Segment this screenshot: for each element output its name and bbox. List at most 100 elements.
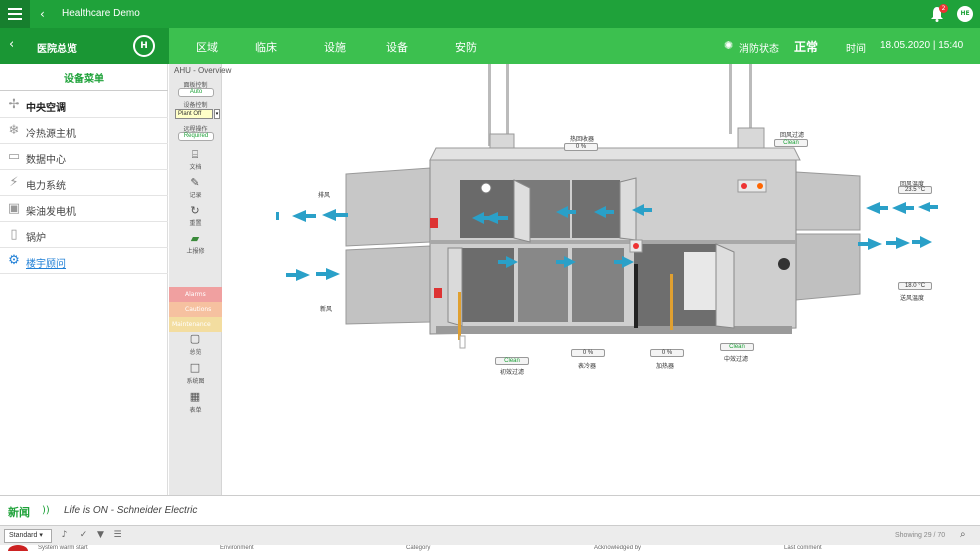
duct-pipe — [506, 64, 509, 146]
damper-indicator — [434, 288, 442, 298]
hamburger-menu-button[interactable] — [0, 0, 30, 28]
top-bar: ‹ Healthcare Demo 2 HE — [0, 0, 980, 28]
tab-facilities[interactable]: 设施 — [324, 41, 346, 54]
return-air-arrow — [892, 202, 914, 214]
heater-value: 0 % — [650, 349, 684, 357]
sidebar-item-generator[interactable]: ▣ 柴油发电机 — [0, 196, 168, 222]
bell-icon[interactable]: ♪ — [61, 530, 68, 540]
view-label-system: 系统图 — [186, 378, 205, 385]
airflow-arrow — [556, 256, 576, 268]
page-icon[interactable]: ▢ — [189, 332, 201, 345]
heat-recovery-label: 热回收器 — [570, 136, 595, 143]
repair-icon[interactable]: ▰ — [190, 232, 200, 245]
pen-icon[interactable]: ✎ — [190, 176, 200, 189]
duct-pipe — [729, 64, 732, 134]
columns-icon[interactable]: ☰ — [113, 530, 122, 540]
status-led — [741, 183, 747, 189]
duct-pipe — [749, 64, 752, 134]
device-control-select[interactable]: Plant Off — [175, 109, 213, 119]
supply-temp-label: 送风温度 — [900, 295, 925, 302]
status-led — [757, 183, 763, 189]
pipe — [634, 264, 638, 328]
maintenance-filter[interactable]: Maintenance — [169, 317, 222, 332]
return-air-duct — [795, 171, 861, 231]
alarm-cell-ack: Acknowledged by — [594, 545, 642, 551]
ahu-base — [436, 326, 792, 334]
supply-air-arrow — [912, 236, 932, 248]
showing-count: Showing 29 / 70 — [895, 532, 946, 539]
acknowledge-icon[interactable]: ✓ — [79, 530, 88, 540]
sidebar-item-power[interactable]: ⚡ 电力系统 — [0, 170, 168, 196]
alarm-toolbar: Standard ▾ ♪ ✓ ▼ ☰ Showing 29 / 70 ⌕ — [0, 525, 980, 545]
alarms-filter[interactable]: Alarms — [169, 287, 222, 302]
primary-filter-status: Clean — [495, 357, 529, 365]
mode-value-button[interactable]: Auto — [178, 88, 214, 97]
airflow-arrow — [556, 206, 576, 218]
reset-icon[interactable]: ↻ — [190, 204, 200, 217]
exhaust-arrow — [322, 209, 348, 221]
filter-icon[interactable]: ▼ — [97, 530, 104, 540]
sidebar-item-chiller[interactable]: ❄ 冷热源主机 — [0, 118, 168, 144]
sidebar-item-building-advisor[interactable]: ⚙ 楼宇顾问 — [0, 248, 168, 274]
ahu-3d-diagram — [276, 64, 938, 349]
heater-label: 加热器 — [656, 363, 675, 370]
news-text[interactable]: Life is ON - Schneider Electric — [64, 505, 198, 516]
time-label: 时间 — [846, 44, 866, 55]
airflow-arrow — [472, 212, 494, 224]
pipe — [670, 274, 673, 330]
door-panel — [513, 179, 531, 243]
inspection-lamp — [480, 182, 492, 194]
time-value: 18.05.2020 | 15:40 — [880, 40, 964, 51]
fresh-air-duct — [345, 245, 431, 325]
hospital-overview-link[interactable]: 医院总览 — [37, 44, 77, 55]
sidebar-item-label: 柴油发电机 — [26, 207, 76, 218]
sidebar-item-label: 锅炉 — [26, 233, 46, 244]
document-icon[interactable]: ⌸ — [191, 148, 199, 161]
ahu-top — [429, 147, 801, 161]
back-icon[interactable]: ‹ — [40, 7, 45, 21]
airflow-arrow — [594, 206, 614, 218]
snowflake-icon: ❄ — [8, 123, 20, 138]
return-temp-value: 23.5 °C — [898, 186, 932, 194]
alarm-cell-message[interactable]: System warm start — [38, 545, 88, 551]
sidebar-item-hvac[interactable]: ✢ 中央空调 — [0, 92, 168, 118]
damper-actuator — [737, 179, 767, 193]
search-icon[interactable]: ⌕ — [960, 529, 966, 540]
tool-label-repair: 上报修 — [186, 248, 205, 255]
cautions-filter[interactable]: Cautions — [169, 302, 222, 317]
view-filter-select[interactable]: Standard ▾ — [4, 529, 52, 543]
tool-label-record: 记录 — [189, 192, 202, 199]
supply-air-arrow — [858, 238, 882, 250]
primary-filter-label: 初效过滤 — [500, 369, 525, 376]
view-label-form: 表单 — [189, 407, 202, 414]
door-panel — [619, 177, 637, 241]
coil-section — [518, 248, 568, 322]
tool-label-document: 文档 — [189, 164, 202, 171]
nav-back-icon[interactable]: ‹ — [9, 37, 15, 52]
user-avatar[interactable]: HE — [957, 6, 973, 22]
tab-area[interactable]: 区域 — [196, 41, 218, 54]
sidebar-title: 设备菜单 — [64, 74, 104, 85]
news-ticker: 新闻 )) Life is ON - Schneider Electric — [0, 495, 980, 525]
return-air-arrow — [918, 202, 938, 212]
grid-icon[interactable]: ▦ — [189, 390, 201, 403]
sidebar-item-label: 数据中心 — [26, 155, 66, 166]
alarm-cell-source: Environment — [220, 545, 254, 551]
sidebar-item-boiler[interactable]: ▯ 锅炉 — [0, 222, 168, 248]
return-filter-label: 回风过滤 — [780, 132, 805, 139]
tab-clinical[interactable]: 临床 — [255, 41, 277, 54]
gear-icon: ⚙ — [8, 253, 20, 268]
fresh-air-label: 新风 — [320, 306, 333, 313]
remote-operation-button[interactable]: Required — [178, 132, 214, 141]
chevron-down-icon[interactable]: ▾ — [214, 109, 220, 119]
exhaust-label: 排风 — [318, 192, 331, 199]
square-icon[interactable]: □ — [189, 361, 201, 374]
sidebar-item-label: 中央空调 — [26, 103, 66, 114]
medium-filter-status: Clean — [720, 343, 754, 351]
news-label: 新闻 — [8, 506, 30, 519]
tab-security[interactable]: 安防 — [455, 41, 477, 54]
section-opening — [572, 180, 620, 238]
sidebar-item-data-center[interactable]: ▭ 数据中心 — [0, 144, 168, 170]
exhaust-duct — [345, 167, 431, 247]
tab-equipment[interactable]: 设备 — [386, 41, 408, 54]
